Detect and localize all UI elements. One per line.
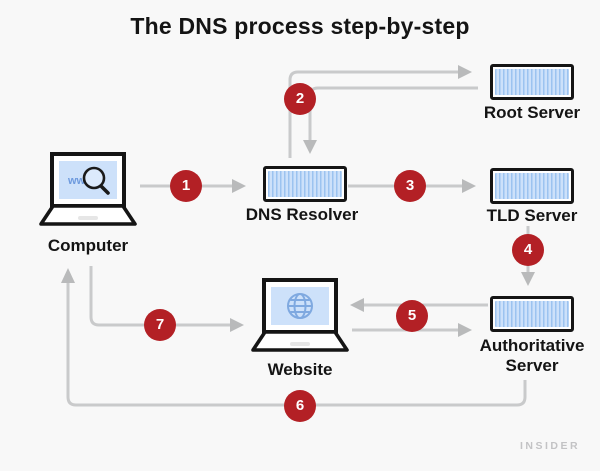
server-stripes	[495, 69, 569, 95]
arrowhead-step-4	[521, 272, 535, 286]
step-badge-7: 7	[144, 309, 176, 341]
root-server-label: Root Server	[483, 103, 581, 122]
dns-resolver-label: DNS Resolver	[245, 205, 359, 224]
computer-label: Computer	[47, 236, 129, 255]
arrowhead-step-2-request	[458, 65, 472, 79]
arrowhead-step-2-response	[303, 140, 317, 154]
server-stripes	[495, 173, 569, 199]
step-badge-6: 6	[284, 390, 316, 422]
authoritative-server-icon	[490, 296, 574, 332]
arrow-step-7	[89, 266, 230, 327]
tld-server-label: TLD Server	[486, 206, 578, 225]
website-laptop-icon	[251, 278, 349, 352]
step-badge-4: 4	[512, 234, 544, 266]
server-stripes	[495, 301, 569, 327]
globe-icon	[287, 293, 313, 319]
arrowhead-step-3	[462, 179, 476, 193]
arrowhead-step-6	[61, 268, 75, 283]
arrowhead-step-1	[232, 179, 246, 193]
arrowhead-step-7	[230, 318, 244, 332]
arrowhead-step-5-request	[458, 323, 472, 337]
step-badge-1: 1	[170, 170, 202, 202]
page-title: The DNS process step-by-step	[130, 13, 470, 39]
step-badge-3: 3	[394, 170, 426, 202]
search-magnifier-icon	[82, 166, 106, 190]
website-label: Website	[267, 360, 333, 379]
arrow-step-2-request	[288, 70, 458, 158]
dns-resolver-server-icon	[263, 166, 347, 202]
root-server-icon	[490, 64, 574, 100]
step-badge-2: 2	[284, 83, 316, 115]
arrowhead-step-5-response	[350, 298, 364, 312]
step-badge-5: 5	[396, 300, 428, 332]
computer-laptop-icon: www	[39, 152, 137, 226]
insider-watermark: INSIDER	[520, 440, 581, 452]
tld-server-icon	[490, 168, 574, 204]
server-stripes	[268, 171, 342, 197]
authoritative-server-label: Authoritative Server	[479, 336, 585, 376]
